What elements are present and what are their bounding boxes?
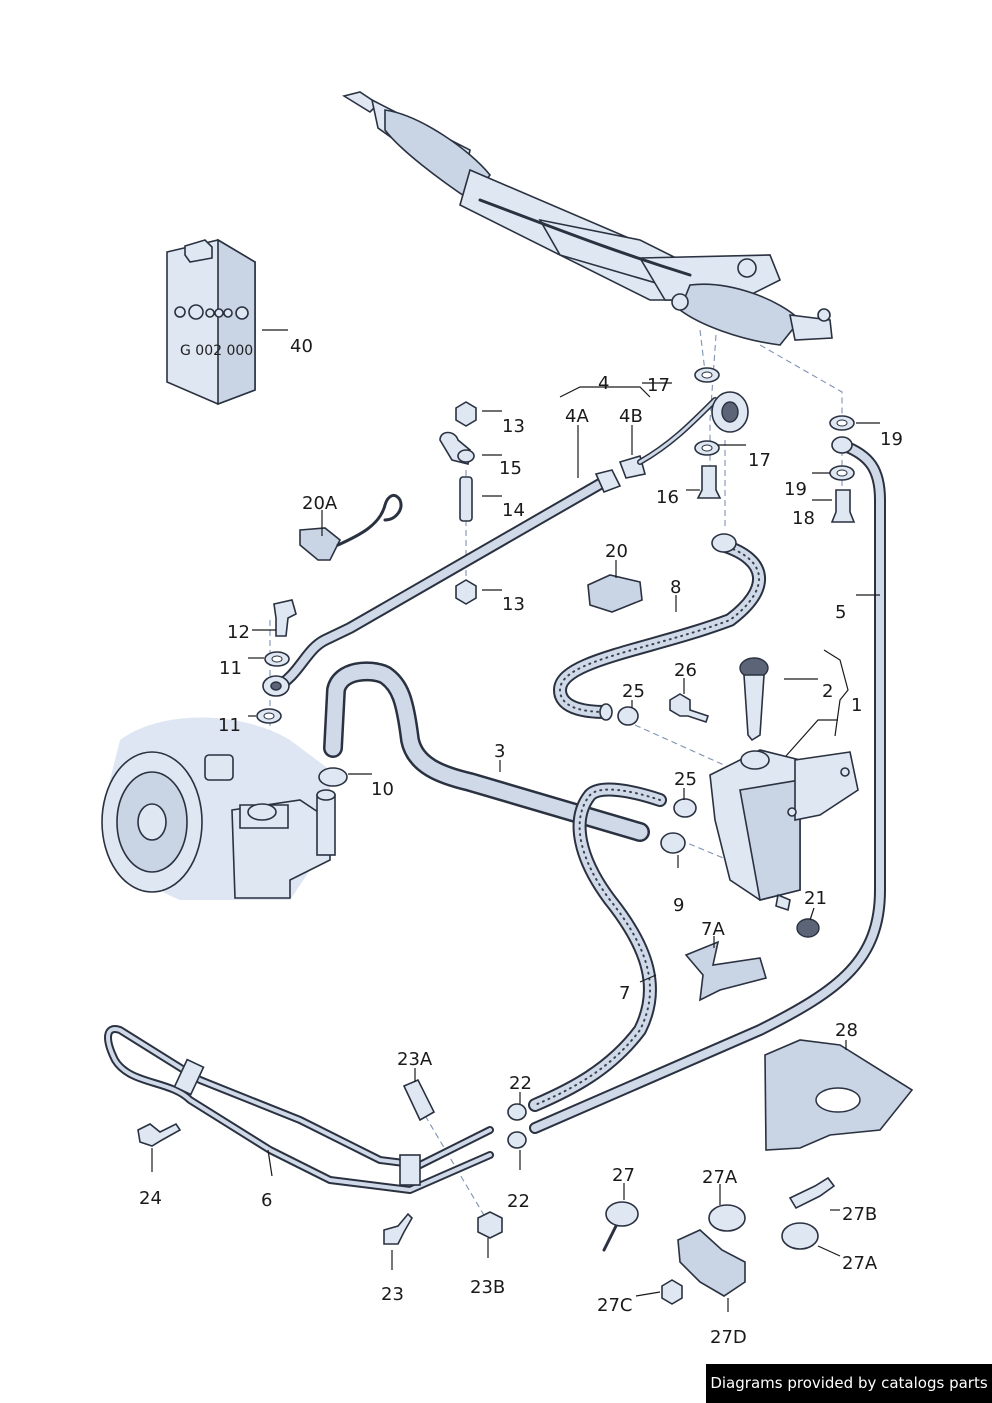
label-19-top: 19 [880, 429, 903, 450]
return-hose-7 [528, 782, 667, 1112]
label-27a-bottom: 27A [842, 1253, 878, 1274]
label-27b: 27B [842, 1204, 877, 1225]
bracket-20a [299, 493, 403, 561]
label-3: 3 [494, 741, 505, 762]
label-2: 2 [822, 681, 833, 702]
label-40: 40 [290, 336, 313, 357]
label-8: 8 [670, 577, 681, 598]
label-1: 1 [851, 695, 862, 716]
reservoir-cap [739, 657, 769, 742]
label-20: 20 [605, 541, 628, 562]
steering-rack [341, 91, 833, 346]
label-17-bottom: 17 [748, 450, 771, 471]
hydraulic-oil-can: G 002 000 [166, 238, 256, 406]
label-23: 23 [381, 1284, 404, 1305]
label-25-bottom: 25 [674, 769, 697, 790]
label-11-bottom: 11 [218, 715, 241, 736]
bracket-7a [684, 940, 768, 1002]
label-25-top: 25 [622, 681, 645, 702]
fluid-reservoir [709, 749, 859, 912]
label-24: 24 [139, 1188, 162, 1209]
can-label: G 002 000 [180, 343, 253, 359]
reservoir-hose [553, 533, 766, 721]
heat-shield [764, 1039, 914, 1151]
label-14: 14 [502, 500, 525, 521]
label-4a: 4A [565, 406, 589, 427]
label-6: 6 [261, 1190, 272, 1211]
power-steering-pump [101, 717, 336, 900]
label-12: 12 [227, 622, 250, 643]
label-4: 4 [598, 373, 609, 394]
label-7: 7 [619, 983, 630, 1004]
part-labels: 40 4 17 4A 4B 13 19 17 15 19 16 20A 14 1… [139, 336, 903, 1348]
return-pipe [529, 436, 886, 1134]
label-16: 16 [656, 487, 679, 508]
label-11-top: 11 [219, 658, 242, 679]
label-27c: 27C [597, 1295, 632, 1316]
clip-20 [587, 574, 643, 613]
label-4b: 4B [619, 406, 643, 427]
label-22-bottom: 22 [507, 1191, 530, 1212]
credit-banner: Diagrams provided by catalogs parts [706, 1364, 992, 1403]
label-13-bottom: 13 [502, 594, 525, 615]
label-7a: 7A [701, 919, 725, 940]
label-18: 18 [792, 508, 815, 529]
label-5: 5 [835, 602, 846, 623]
label-23b: 23B [470, 1277, 505, 1298]
label-27: 27 [612, 1165, 635, 1186]
leader-lines [151, 329, 880, 1312]
label-19-bottom: 19 [784, 479, 807, 500]
label-23a: 23A [397, 1049, 433, 1070]
label-10: 10 [371, 779, 394, 800]
fittings [137, 367, 856, 1305]
suction-hose [323, 661, 650, 842]
label-22-top: 22 [509, 1073, 532, 1094]
pressure-hose [262, 391, 749, 697]
label-17-top: 17 [647, 375, 670, 396]
label-26: 26 [674, 660, 697, 681]
label-13-top: 13 [502, 416, 525, 437]
label-28: 28 [835, 1020, 858, 1041]
label-15: 15 [499, 458, 522, 479]
label-21: 21 [804, 888, 827, 909]
label-9: 9 [673, 895, 684, 916]
label-27d: 27D [710, 1327, 747, 1348]
label-27a-top: 27A [702, 1167, 738, 1188]
label-20a: 20A [302, 493, 338, 514]
cooling-line [104, 1025, 494, 1194]
